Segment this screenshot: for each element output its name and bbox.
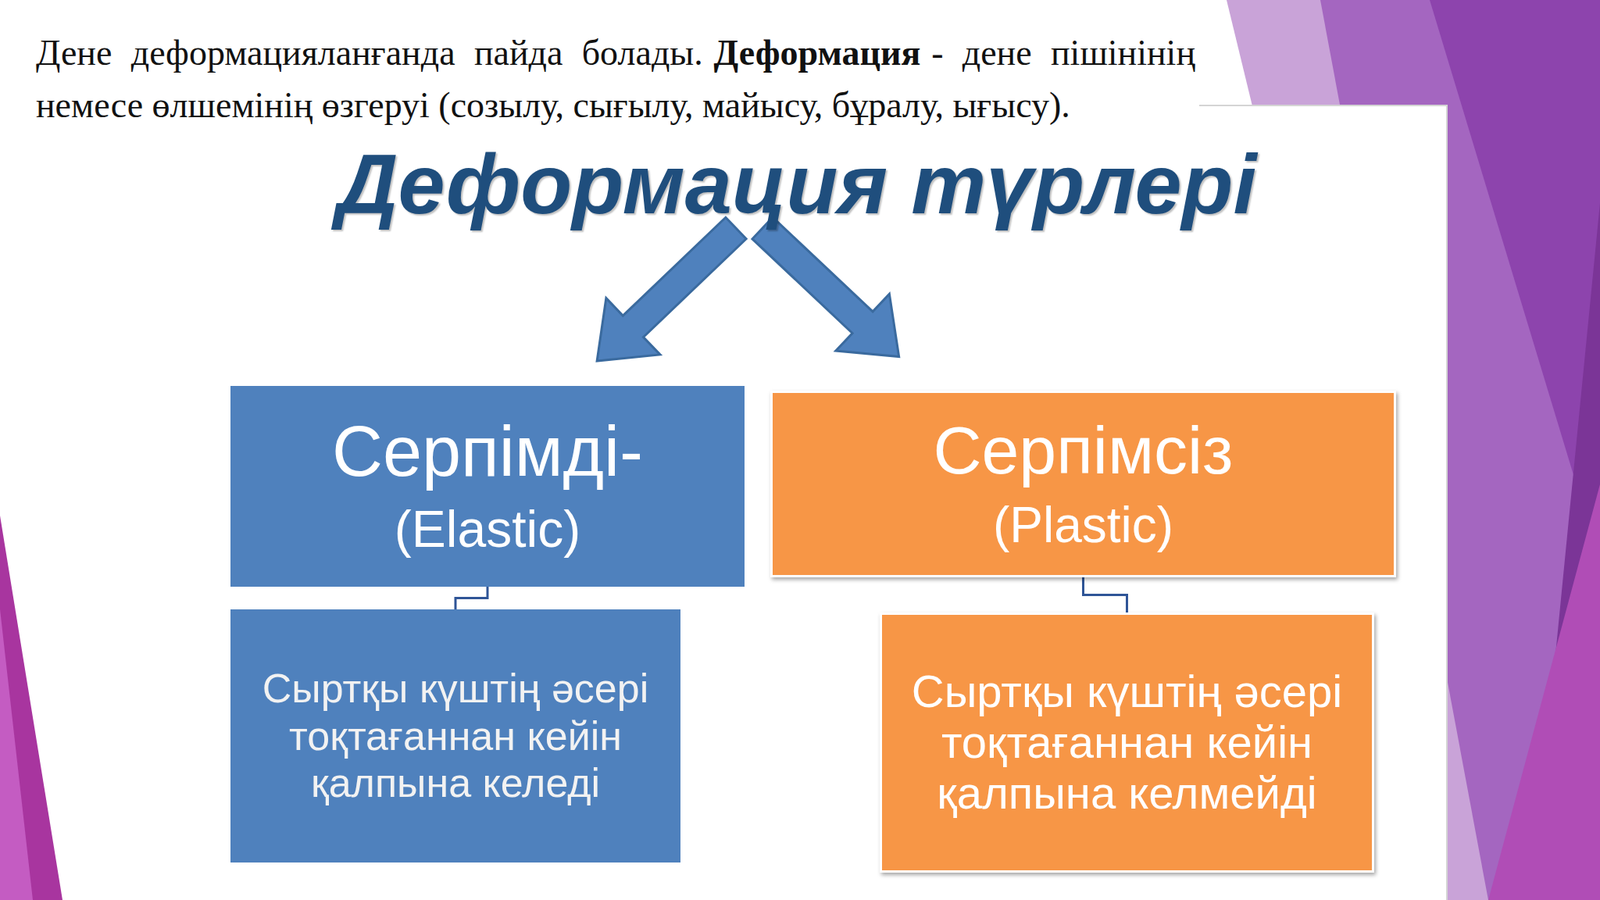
node-subtext: (Plastic) (788, 493, 1379, 557)
white-panel (0, 105, 1447, 900)
node-heading: Сыртқы күштің әсері тоқтағаннан кейін қа… (247, 664, 664, 808)
node-subtext: (Elastic) (246, 496, 729, 562)
node-heading: Серпімді- (246, 411, 729, 493)
node-heading: Сыртқы күштің әсері тоқтағаннан кейін қа… (896, 666, 1358, 819)
purple-band (0, 609, 33, 900)
elastic-description: Сыртқы күштің әсері тоқтағаннан кейін қа… (230, 609, 681, 863)
title-text: Деформация түрлері (336, 136, 1257, 232)
intro-text: Дене деформацияланғанда пайда болады. (35, 32, 704, 73)
elbow-connector (1083, 577, 1128, 613)
purple-band (0, 515, 63, 900)
plastic-box: Серпімсіз(Plastic) (770, 390, 1397, 578)
intro-text: Деформация (714, 32, 922, 73)
elbow-connector (455, 586, 488, 610)
elastic-box: Серпімді-(Elastic) (230, 385, 745, 587)
diagram-title: Деформация түрлері (218, 137, 1375, 232)
plastic-description: Сыртқы күштің әсері тоқтағаннан кейін қа… (879, 612, 1375, 873)
node-heading: Серпімсіз (788, 411, 1379, 490)
intro-paragraph: Дене деформацияланғанда пайда болады.Деф… (35, 26, 1196, 132)
purple-band (1488, 484, 1600, 900)
